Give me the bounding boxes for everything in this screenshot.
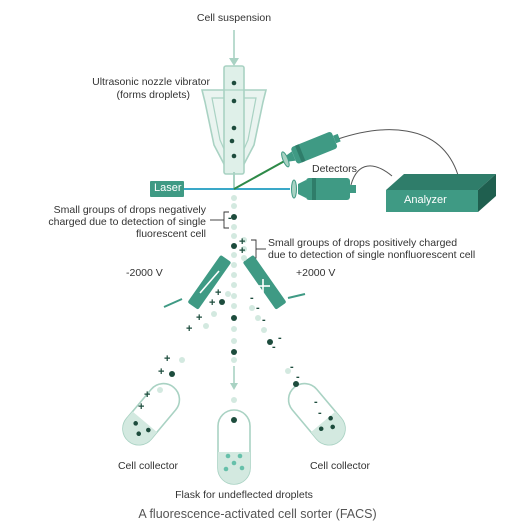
detector-lower [291, 178, 356, 200]
detectors-label: Detectors [312, 163, 357, 175]
svg-text:-: - [256, 302, 260, 314]
svg-text:-: - [262, 314, 266, 326]
nozzle-label-line2: (forms droplets) [116, 89, 190, 101]
input-arrow [229, 30, 239, 66]
plus-voltage-label: +2000 V [296, 267, 336, 279]
nozzle [200, 65, 268, 188]
svg-text:+: + [164, 353, 170, 365]
svg-text:+: + [239, 236, 245, 248]
cell-collector-left-label: Cell collector [117, 460, 179, 472]
svg-text:-: - [278, 332, 282, 344]
minus-voltage-label: -2000 V [126, 267, 163, 279]
pos-bracket [251, 239, 257, 259]
positive-plate [243, 255, 306, 309]
positive-charge-label-line1: Small groups of drops positively charged [268, 237, 458, 249]
svg-text:+: + [209, 297, 215, 309]
negative-charge-label-line2: charged due to detection of single [48, 216, 206, 228]
svg-text:-: - [290, 361, 294, 373]
positive-charge-label-line2: due to detection of single nonfluorescen… [268, 249, 476, 261]
collector-left [122, 382, 181, 446]
analyzer-label: Analyzer [404, 194, 447, 206]
negative-charge-label-line1: Small groups of drops negatively [53, 204, 206, 216]
center-arrow [230, 366, 238, 390]
charge-signs: - + + + + + + - - - - - + + + + - - - - [138, 212, 322, 419]
flask-label: Flask for undeflected droplets [175, 489, 313, 501]
svg-text:+: + [196, 312, 202, 324]
nozzle-label-line1: Ultrasonic nozzle vibrator [92, 76, 210, 88]
svg-text:-: - [296, 371, 300, 383]
negative-charge-label-line3: fluorescent cell [135, 228, 206, 240]
svg-text:-: - [250, 292, 254, 304]
detector-upper [281, 132, 341, 168]
figure-caption: A fluorescence-activated cell sorter (FA… [138, 507, 377, 521]
collector-right [287, 382, 346, 446]
detector-beam-upper [233, 157, 291, 190]
cell-suspension-label: Cell suspension [196, 12, 272, 24]
analyzer [386, 174, 496, 212]
svg-text:+: + [215, 287, 221, 299]
svg-text:+: + [138, 401, 144, 413]
laser-source [150, 181, 184, 197]
svg-text:-: - [318, 407, 322, 419]
cable-upper [337, 129, 459, 176]
svg-text:+: + [239, 245, 245, 257]
cell-collector-right-label: Cell collector [309, 460, 371, 472]
svg-text:+: + [158, 366, 164, 378]
cable-lower [349, 165, 393, 190]
svg-text:-: - [228, 212, 232, 224]
laser-label: Laser [154, 182, 182, 194]
svg-text:+: + [186, 323, 192, 335]
svg-text:-: - [314, 396, 318, 408]
negative-plate [163, 255, 231, 309]
droplet-stream [157, 195, 299, 423]
svg-text:-: - [272, 341, 276, 353]
flask [217, 409, 251, 485]
nozzle-cells [229, 80, 237, 159]
svg-text:+: + [144, 389, 150, 401]
